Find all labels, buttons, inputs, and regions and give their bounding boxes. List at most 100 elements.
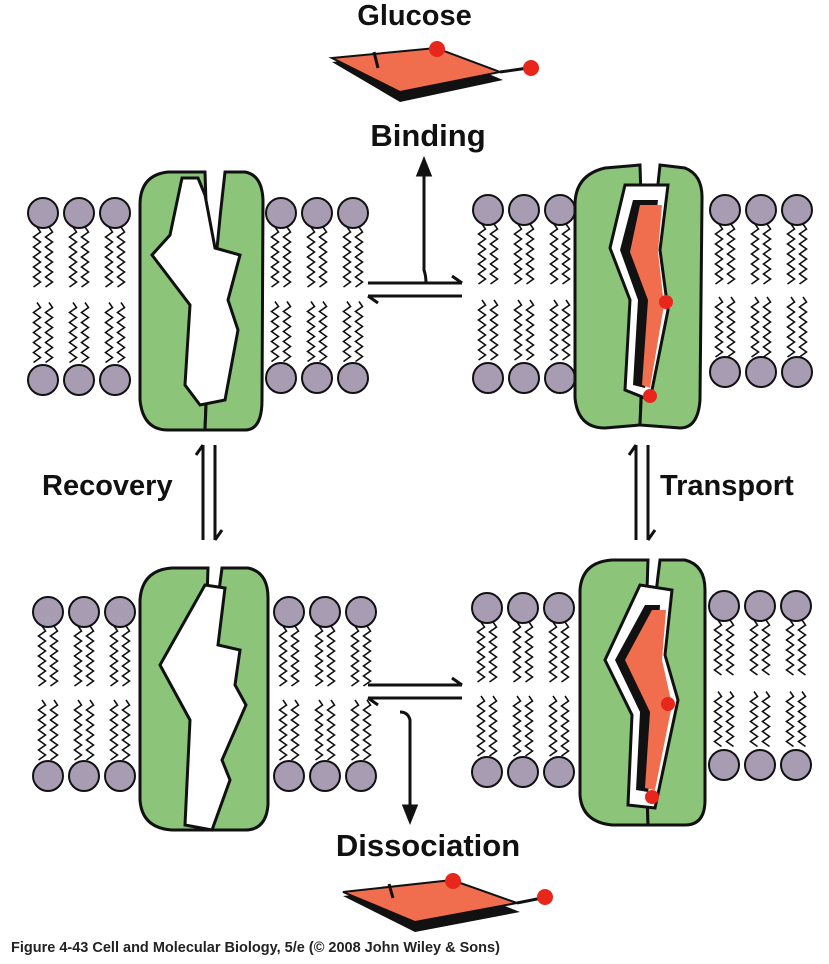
lipid-head xyxy=(745,194,777,226)
lipid-tail xyxy=(797,619,807,676)
lipid-tail xyxy=(713,619,723,676)
lipid-tail xyxy=(489,223,499,285)
lipid-tail xyxy=(713,691,723,748)
lipid-head xyxy=(781,356,813,388)
lipid-tail xyxy=(49,699,59,761)
transporter-outward-bound xyxy=(573,163,704,430)
lipid-tail xyxy=(326,699,336,761)
lipid-tail xyxy=(785,619,795,676)
lipid-head xyxy=(780,749,812,781)
lipid-head xyxy=(708,749,740,781)
lipid-head xyxy=(472,194,504,226)
lipid-head xyxy=(543,592,575,624)
lipid-tail xyxy=(109,625,119,687)
glucose-molecule-top xyxy=(328,41,539,102)
lipid-tail xyxy=(109,699,119,761)
equilibrium-arrow-left xyxy=(194,444,224,541)
lipid-head xyxy=(63,364,95,396)
glucose-molecule-bottom xyxy=(342,873,553,932)
lipid-head xyxy=(544,362,576,394)
lipid-tail xyxy=(750,296,760,358)
lipid-head xyxy=(104,760,136,792)
lipid-head xyxy=(273,596,305,628)
lipid-head xyxy=(708,590,740,622)
lipid-tail xyxy=(749,619,759,676)
lipid-tail xyxy=(714,223,724,285)
recovery-label: Recovery xyxy=(42,470,173,502)
lipid-head xyxy=(472,362,504,394)
lipid-head xyxy=(99,364,131,396)
lipid-tail xyxy=(314,625,324,687)
lipid-head xyxy=(471,756,503,788)
lipid-tail xyxy=(342,301,352,363)
lipid-tail xyxy=(489,299,499,361)
equilibrium-arrow-bottom xyxy=(367,676,463,826)
lipid-head xyxy=(68,596,100,628)
lipid-head xyxy=(301,197,333,229)
lipid-tail xyxy=(362,699,372,761)
lipid-head xyxy=(781,194,813,226)
lipid-tail xyxy=(350,699,360,761)
lipid-head xyxy=(471,592,503,624)
lipid-tail xyxy=(68,226,78,288)
lipid-tail xyxy=(476,621,486,683)
lipid-tail xyxy=(80,302,90,364)
lipid-tail xyxy=(512,621,522,683)
lipid-tail xyxy=(476,695,486,757)
lipid-tail xyxy=(278,699,288,761)
lipid-tail xyxy=(725,619,735,676)
lipid-head xyxy=(63,197,95,229)
lipid-tail xyxy=(121,625,131,687)
lipid-tail xyxy=(560,621,570,683)
lipid-tail xyxy=(761,619,771,676)
lipid-head xyxy=(744,590,776,622)
lipid-head xyxy=(309,760,341,792)
figure-caption: Figure 4-43 Cell and Molecular Biology, … xyxy=(11,940,500,956)
lipid-tail xyxy=(561,223,571,285)
lipid-tail xyxy=(786,296,796,358)
lipid-tail xyxy=(44,302,54,364)
lipid-head xyxy=(345,596,377,628)
lipid-tail xyxy=(104,226,114,288)
lipid-tail xyxy=(318,226,328,288)
lipid-head xyxy=(709,194,741,226)
lipid-tail xyxy=(37,625,47,687)
lipid-tail xyxy=(318,301,328,363)
lipid-head xyxy=(68,760,100,792)
lipid-head xyxy=(273,760,305,792)
hydroxyl-dot xyxy=(429,41,445,57)
lipid-tail xyxy=(512,695,522,757)
lipid-head xyxy=(744,749,776,781)
lipid-head xyxy=(337,197,369,229)
lipid-tail xyxy=(726,296,736,358)
lipid-tail xyxy=(561,299,571,361)
lipid-tail xyxy=(762,223,772,285)
lipid-tail xyxy=(270,226,280,288)
lipid-head xyxy=(780,590,812,622)
lipid-tail xyxy=(306,226,316,288)
lipid-tail xyxy=(44,226,54,288)
lipid-head xyxy=(265,362,297,394)
equilibrium-arrow-right xyxy=(627,444,657,541)
lipid-head xyxy=(337,362,369,394)
lipid-tail xyxy=(116,302,126,364)
lipid-head xyxy=(309,596,341,628)
transporter-inward-bound xyxy=(578,558,707,827)
lipid-head xyxy=(104,596,136,628)
lipid-tail xyxy=(477,223,487,285)
lipid-tail xyxy=(121,699,131,761)
lipid-tail xyxy=(350,625,360,687)
lipid-head xyxy=(32,596,64,628)
lipid-tail xyxy=(37,699,47,761)
lipid-tail xyxy=(513,299,523,361)
lipid-tail xyxy=(32,302,42,364)
lipid-tail xyxy=(306,301,316,363)
lipid-tail xyxy=(32,226,42,288)
lipid-tail xyxy=(548,621,558,683)
membranes xyxy=(27,194,813,792)
lipid-tail xyxy=(85,625,95,687)
hydroxyl-dot xyxy=(661,697,675,711)
lipid-tail xyxy=(560,695,570,757)
dissociation-label: Dissociation xyxy=(335,828,521,863)
